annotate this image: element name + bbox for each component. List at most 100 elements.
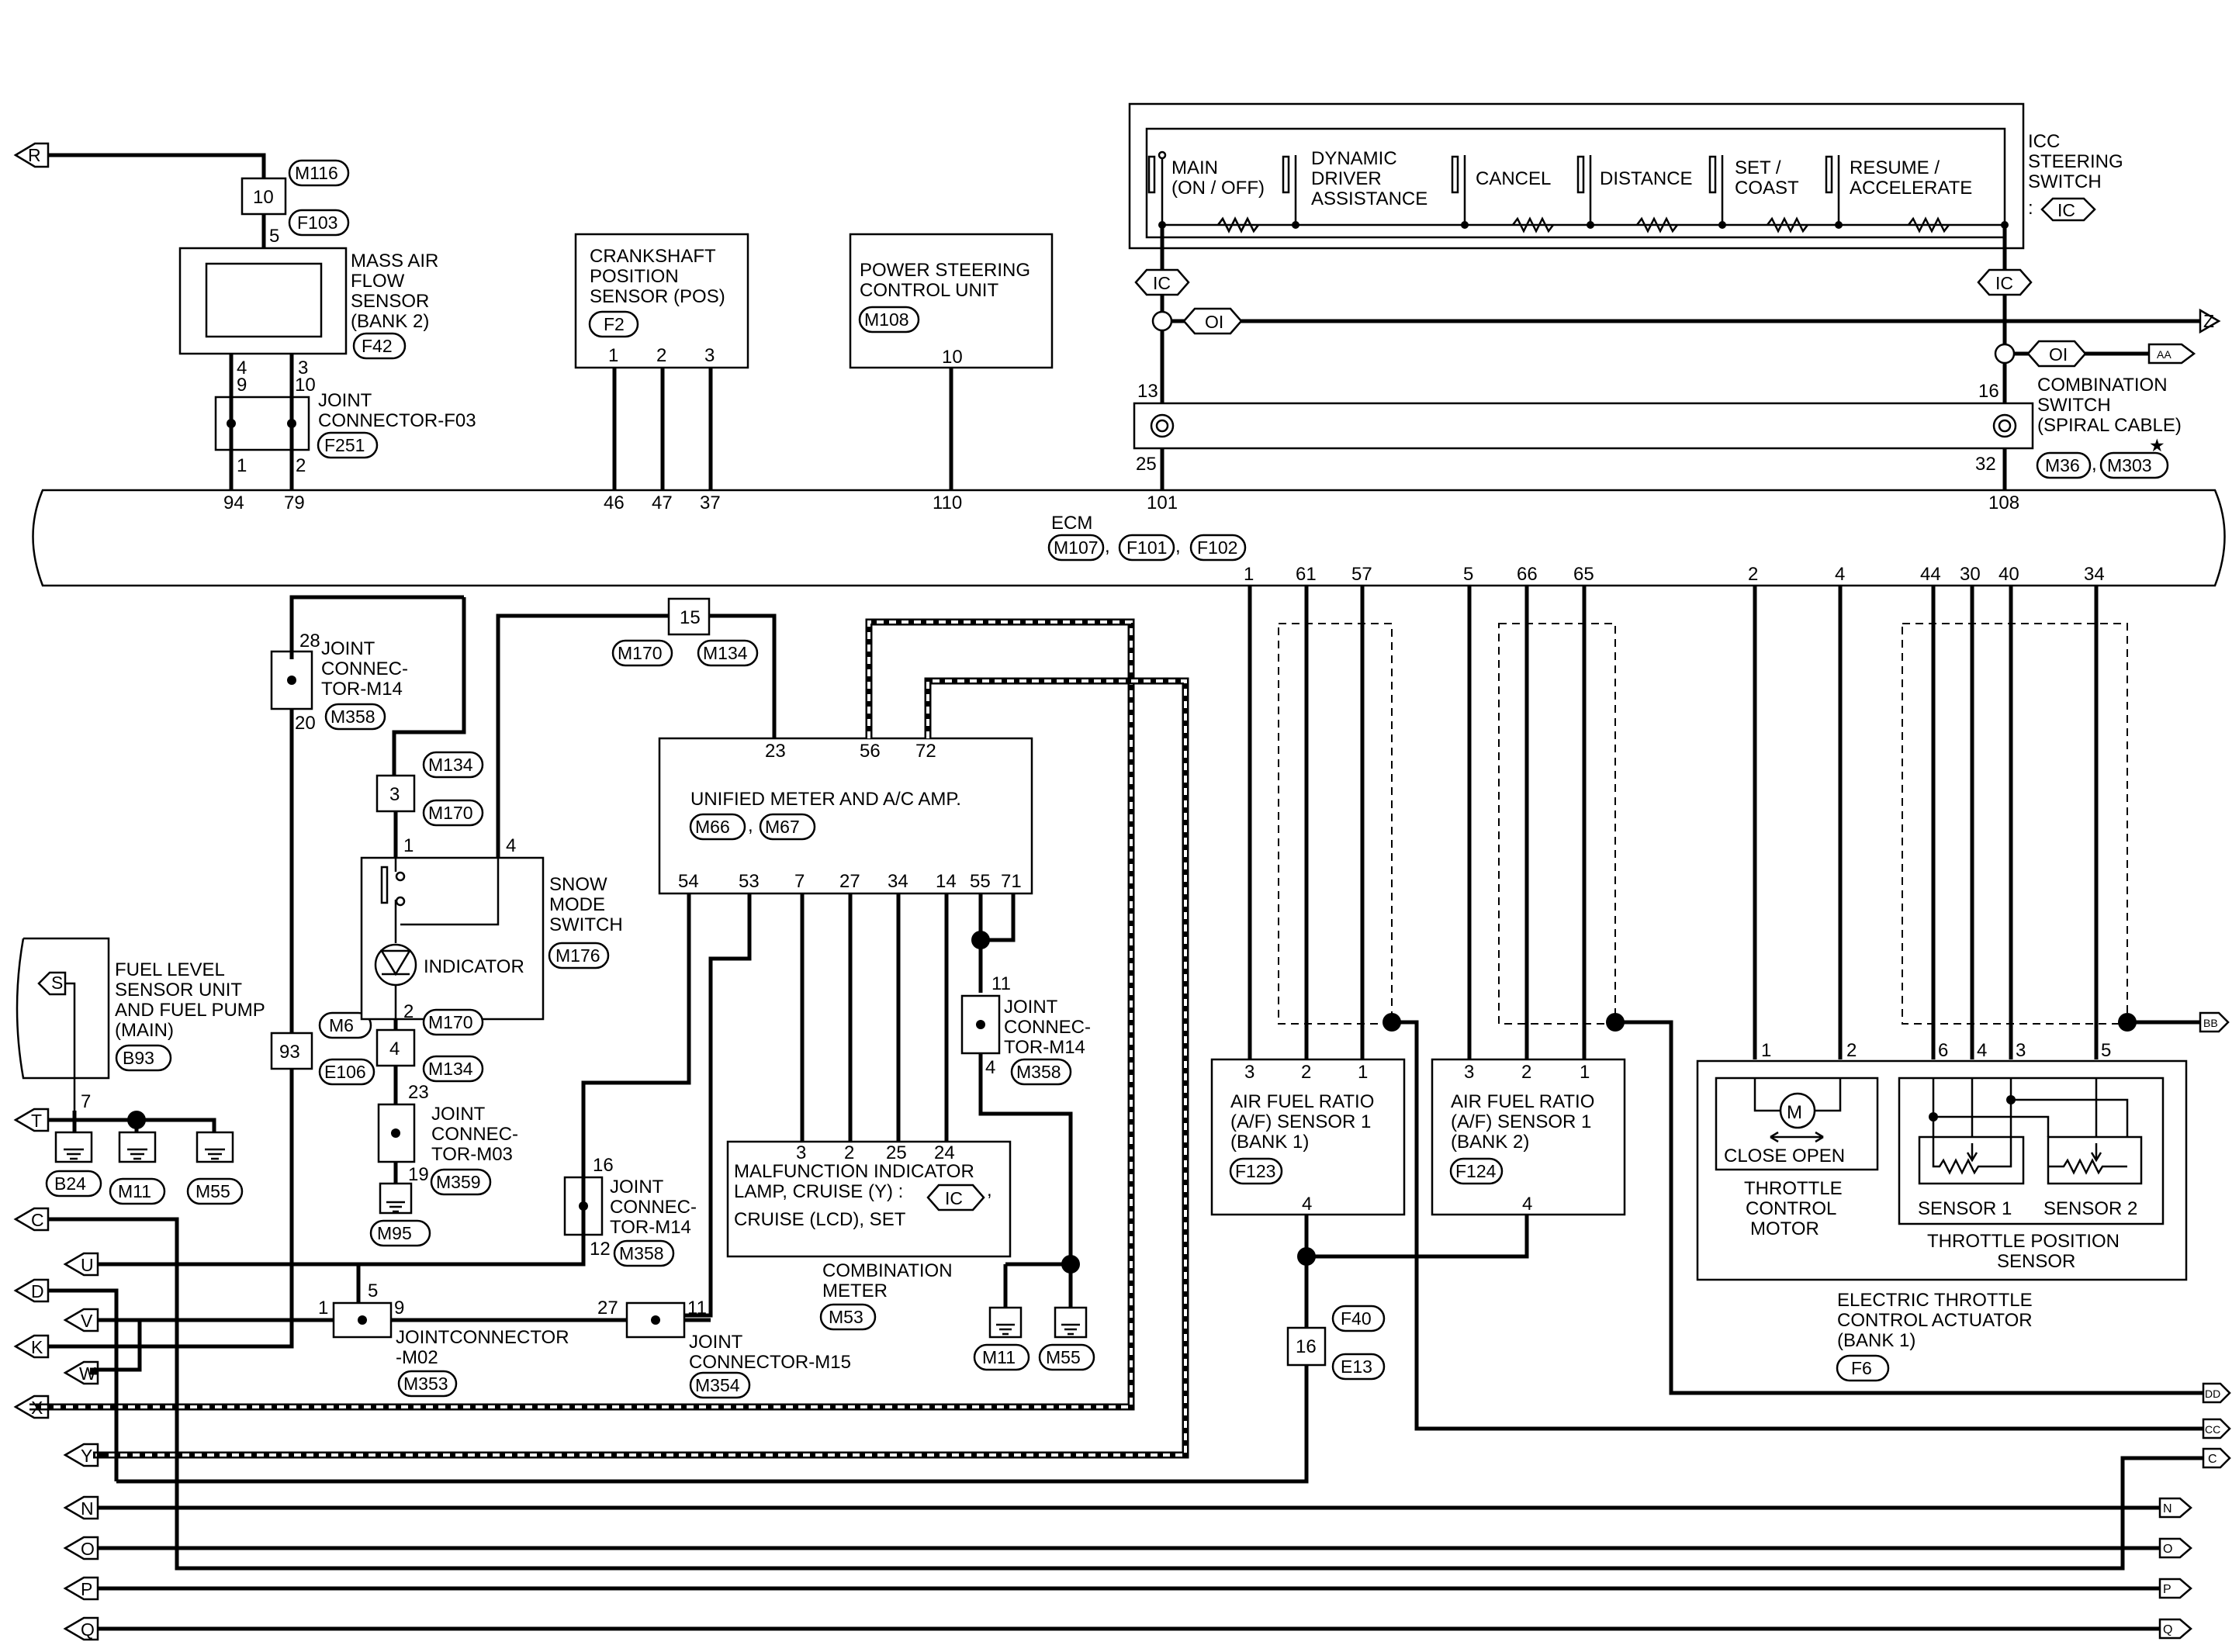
svg-text:TOR-M14: TOR-M14 — [610, 1217, 691, 1238]
svg-text:M170: M170 — [428, 1012, 473, 1032]
svg-text:M66: M66 — [695, 817, 730, 837]
svg-text:40: 40 — [1998, 564, 2019, 585]
svg-text:ICC: ICC — [2028, 131, 2060, 152]
svg-text:3: 3 — [389, 784, 400, 805]
svg-text:M303: M303 — [2107, 455, 2152, 475]
svg-text:Q: Q — [2163, 1623, 2172, 1636]
svg-text:72: 72 — [915, 741, 936, 762]
svg-text:23: 23 — [408, 1082, 429, 1103]
motor-icon — [1779, 1092, 1816, 1129]
svg-text:CONTROL ACTUATOR: CONTROL ACTUATOR — [1837, 1310, 2033, 1331]
svg-text:JOINT: JOINT — [689, 1332, 743, 1353]
svg-text:SET /: SET / — [1735, 157, 1781, 178]
svg-text:2: 2 — [1301, 1062, 1311, 1083]
svg-text:3: 3 — [1464, 1062, 1474, 1083]
svg-text:57: 57 — [1351, 564, 1372, 585]
svg-text:O: O — [2163, 1543, 2172, 1556]
svg-text:44: 44 — [1920, 564, 1941, 585]
svg-text:E106: E106 — [324, 1062, 366, 1082]
svg-text:,: , — [748, 815, 753, 836]
svg-text:F42: F42 — [362, 336, 393, 356]
svg-text:2: 2 — [1521, 1062, 1531, 1083]
svg-text:M95: M95 — [377, 1223, 412, 1243]
combo-meter-label: COMBINATION METER — [822, 1260, 953, 1301]
svg-text:(SPIRAL CABLE): (SPIRAL CABLE) — [2037, 415, 2182, 436]
jc-f03-box — [214, 396, 310, 451]
svg-text:M11: M11 — [982, 1347, 1016, 1367]
mil-box — [726, 1140, 1012, 1258]
svg-text:2: 2 — [656, 345, 666, 366]
ecm-top-pins: 94 79 46 47 37 110 101 108 — [223, 492, 2019, 513]
ground-b24-icon — [54, 1131, 93, 1163]
svg-text:3: 3 — [704, 345, 715, 366]
af1-shield — [1278, 623, 1393, 1025]
svg-text:CONNEC-: CONNEC- — [1004, 1017, 1091, 1038]
svg-text:4: 4 — [506, 835, 516, 856]
icc-label: ICC STEERING SWITCH : — [2028, 131, 2123, 219]
svg-text:POWER STEERING: POWER STEERING — [860, 260, 1030, 281]
svg-text:16: 16 — [1978, 381, 1999, 402]
jc-m14b-label: JOINT CONNEC- TOR-M14 — [1004, 997, 1091, 1058]
svg-text:M354: M354 — [695, 1375, 740, 1395]
svg-text:20: 20 — [295, 713, 316, 734]
svg-text:TOR-M14: TOR-M14 — [1004, 1037, 1085, 1058]
svg-text:DYNAMIC: DYNAMIC — [1311, 148, 1397, 169]
svg-text:SENSOR: SENSOR — [351, 291, 429, 312]
svg-text:SWITCH: SWITCH — [2028, 171, 2102, 192]
svg-text:B93: B93 — [123, 1048, 154, 1068]
svg-text:,: , — [2092, 454, 2097, 475]
svg-text:IC: IC — [1995, 273, 2013, 293]
svg-text:ELECTRIC THROTTLE: ELECTRIC THROTTLE — [1837, 1290, 2033, 1311]
svg-text:P: P — [2163, 1583, 2172, 1596]
svg-text:K: K — [31, 1337, 43, 1357]
svg-text:,: , — [987, 1180, 992, 1201]
svg-text:UNIFIED METER AND A/C AMP.: UNIFIED METER AND A/C AMP. — [690, 789, 961, 810]
svg-text:JOINT: JOINT — [610, 1177, 664, 1198]
svg-text:(BANK 1): (BANK 1) — [1230, 1132, 1309, 1153]
jc-m14c-box — [563, 1176, 604, 1236]
svg-text:M11: M11 — [118, 1181, 151, 1201]
svg-text:3: 3 — [796, 1142, 806, 1163]
svg-text:POSITION: POSITION — [590, 266, 679, 287]
meter-amp-bottom-pins: 54 53 7 27 34 14 55 71 — [678, 871, 1022, 892]
svg-text:CONTROL UNIT: CONTROL UNIT — [860, 280, 998, 301]
conn-f40-box — [1286, 1326, 1327, 1367]
svg-text:25: 25 — [1136, 454, 1157, 475]
svg-text:SWITCH: SWITCH — [2037, 395, 2111, 416]
svg-text:37: 37 — [700, 492, 721, 513]
crank-label: CRANKSHAFT POSITION SENSOR (POS) — [590, 246, 725, 307]
svg-text:CLOSE OPEN: CLOSE OPEN — [1724, 1146, 1845, 1166]
svg-text:M55: M55 — [1046, 1347, 1081, 1367]
ground-m55b-icon — [1054, 1306, 1088, 1339]
svg-text:CONNECTOR-F03: CONNECTOR-F03 — [318, 410, 476, 431]
left-offpage-arrows: C U D V K W X Y N O P Q — [13, 1207, 99, 1641]
svg-text:T: T — [31, 1111, 42, 1131]
svg-text:14: 14 — [936, 871, 957, 892]
snow-label: SNOW MODE SWITCH — [549, 874, 623, 935]
svg-text:CANCEL: CANCEL — [1476, 168, 1551, 189]
svg-text:M170: M170 — [428, 803, 473, 823]
svg-text:MODE: MODE — [549, 894, 605, 915]
svg-text:Q: Q — [81, 1619, 95, 1640]
svg-text:SNOW: SNOW — [549, 874, 607, 895]
svg-text:C: C — [2208, 1453, 2217, 1466]
svg-text:10: 10 — [942, 347, 963, 368]
svg-text:28: 28 — [299, 631, 320, 651]
svg-text:(BANK 1): (BANK 1) — [1837, 1330, 1915, 1351]
svg-text:,: , — [1105, 536, 1110, 557]
svg-text:COMBINATION: COMBINATION — [822, 1260, 953, 1281]
svg-text:F103: F103 — [297, 213, 337, 233]
svg-text:61: 61 — [1296, 564, 1317, 585]
svg-text:2: 2 — [844, 1142, 854, 1163]
svg-text:M170: M170 — [618, 643, 663, 663]
svg-text:CONNEC-: CONNEC- — [431, 1124, 518, 1145]
svg-text:10: 10 — [295, 375, 316, 396]
svg-text:R: R — [28, 145, 41, 165]
fuel-unit-outline — [16, 937, 110, 1080]
svg-text:54: 54 — [678, 871, 699, 892]
svg-text:M: M — [1787, 1102, 1802, 1123]
svg-text:55: 55 — [970, 871, 991, 892]
svg-text:SENSOR 2: SENSOR 2 — [2043, 1198, 2137, 1219]
svg-text:23: 23 — [765, 741, 786, 762]
svg-text:1: 1 — [318, 1298, 328, 1318]
